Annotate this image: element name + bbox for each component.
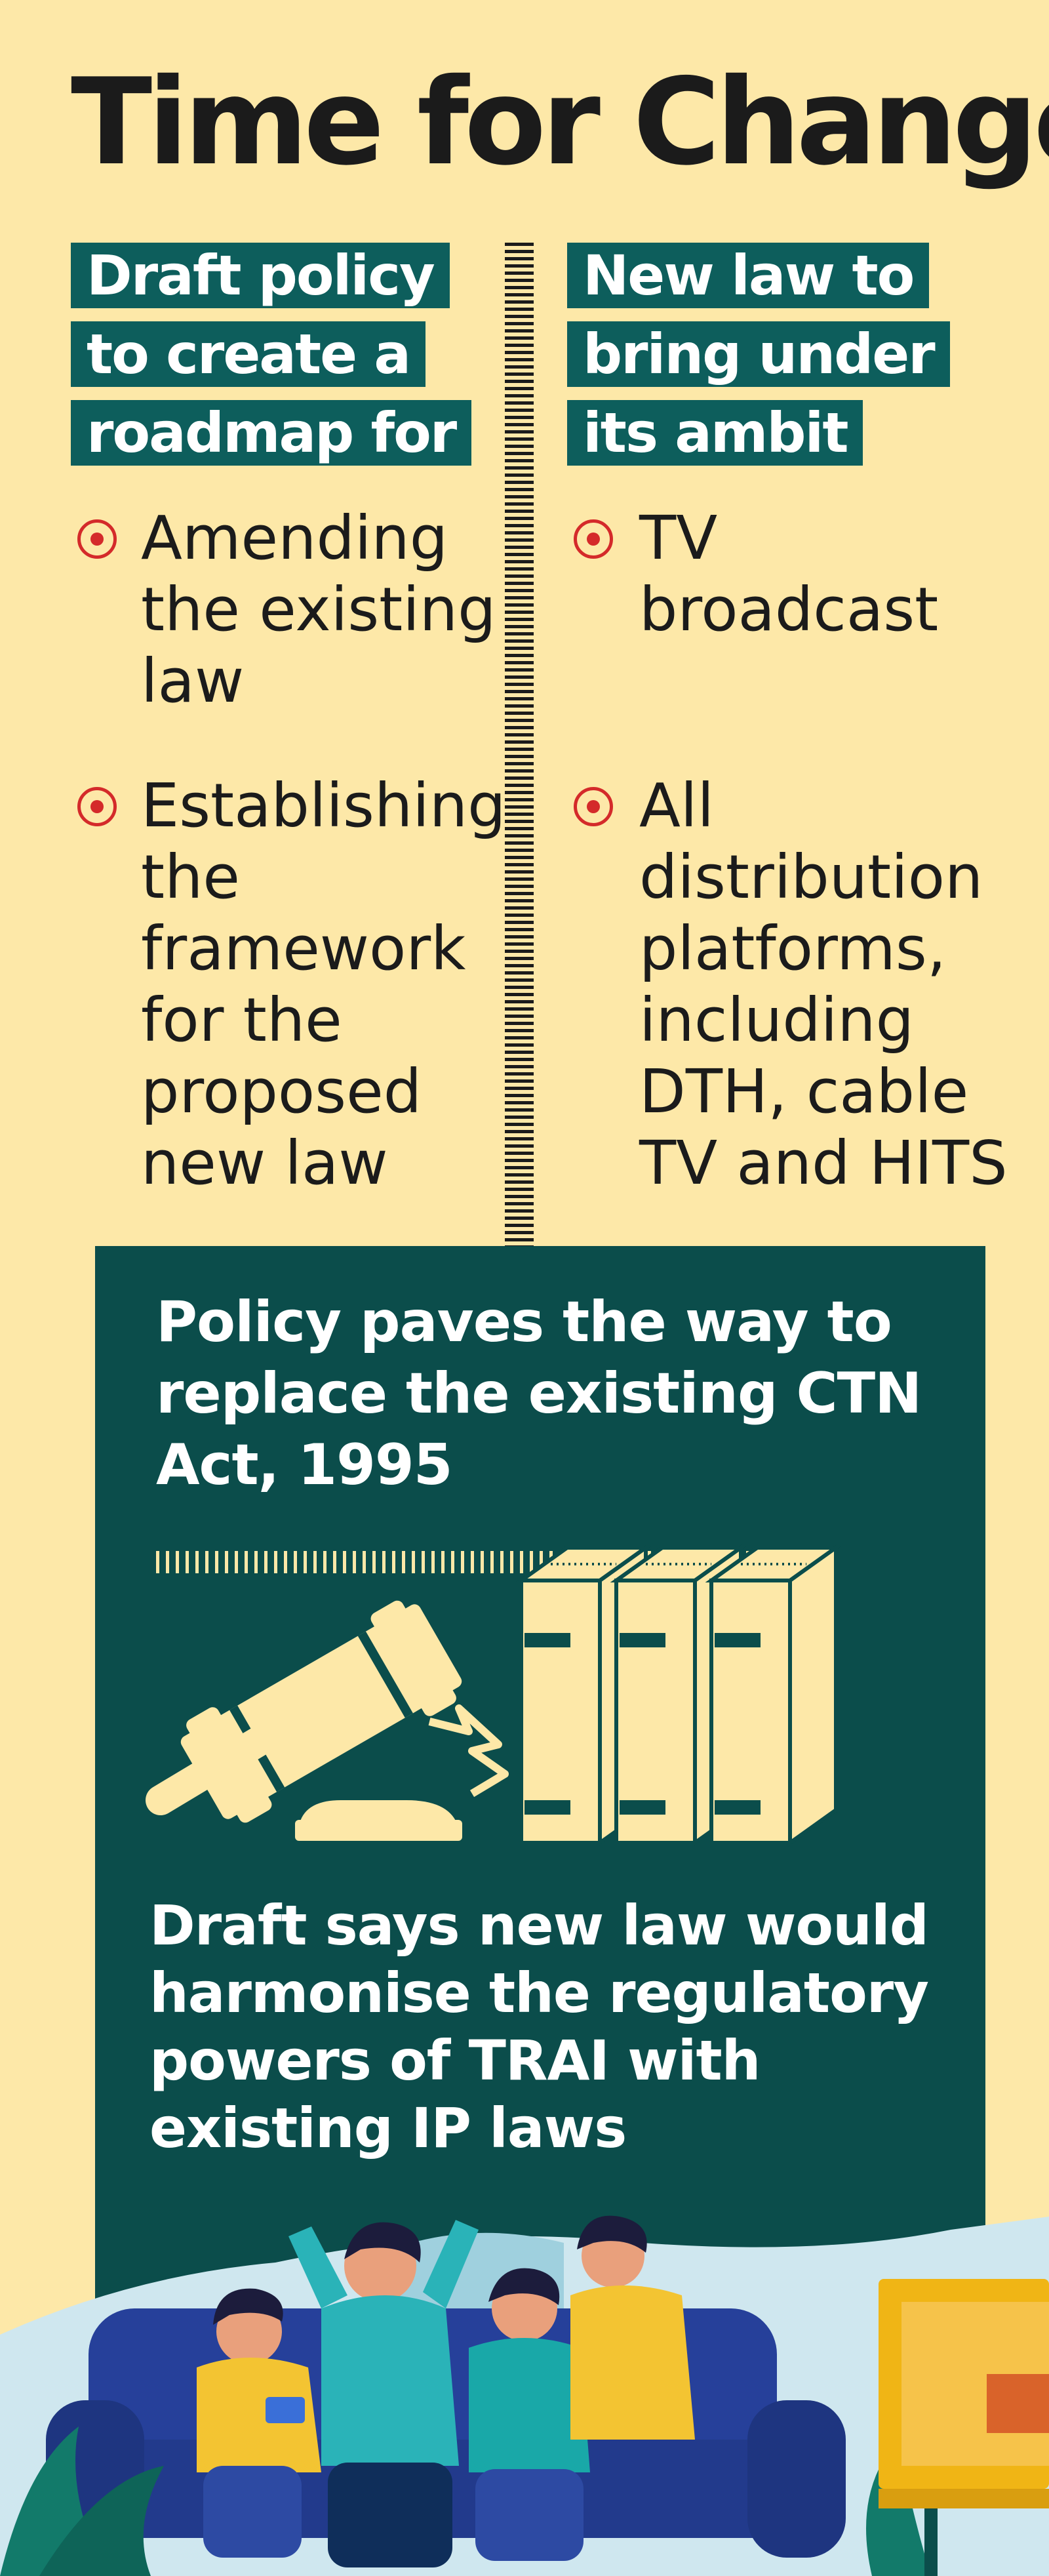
- right-item-2: All distribution platforms, including DT…: [639, 771, 1008, 1198]
- left-item-1: Amending the existing law: [141, 503, 496, 716]
- right-heading-line-1: New law to: [567, 243, 930, 308]
- bullet-target-icon: [77, 787, 117, 826]
- panel-statement-1: Policy paves the way to replace the exis…: [156, 1289, 922, 1498]
- people-watching-tv-illustration: [0, 2215, 1049, 2576]
- left-heading-line-1: Draft policy: [71, 243, 450, 308]
- left-heading-line-3: roadmap for: [71, 400, 472, 466]
- column-divider: [505, 243, 534, 1246]
- left-heading-line-2: to create a: [71, 321, 426, 387]
- bullet-target-icon: [574, 519, 613, 559]
- right-heading-line-3: its ambit: [567, 400, 863, 466]
- right-item-1: TV broadcast: [639, 503, 939, 645]
- impact-burst-icon: [428, 1704, 509, 1798]
- tv-icon: [879, 2279, 1049, 2576]
- bullet-target-icon: [574, 787, 613, 826]
- bullet-target-icon: [77, 519, 117, 559]
- book-icon: [705, 1544, 842, 1847]
- right-heading-line-2: bring under: [567, 321, 950, 387]
- gavel-icon: [146, 1600, 462, 1841]
- page-title: Time for Change: [71, 52, 1049, 191]
- left-item-2: Establishing the framework for the propo…: [141, 771, 506, 1198]
- panel-statement-2: Draft says new law would harmonise the r…: [149, 1893, 929, 2160]
